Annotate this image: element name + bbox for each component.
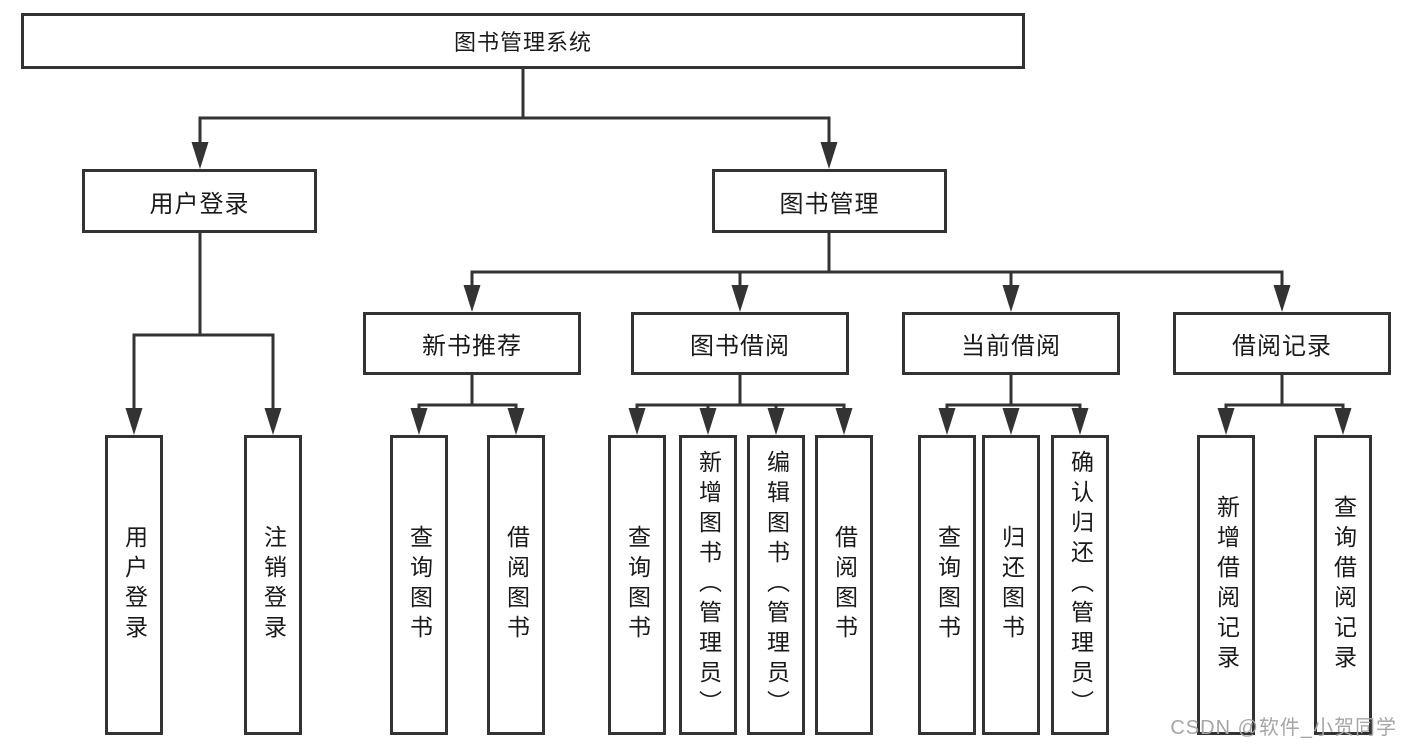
node-book-management: 图书管理: [712, 169, 947, 233]
leaf-borrow-books-recommend: 借阅图书: [487, 435, 545, 735]
leaf-borrow-books-borrowing: 借阅图书: [815, 435, 873, 735]
node-book-borrowing-label: 图书借阅: [690, 333, 790, 360]
leaf-query-books-current-label: 查询图书: [934, 525, 961, 645]
leaf-query-books-borrowing: 查询图书: [608, 435, 666, 735]
node-new-book-recommendation-label: 新书推荐: [422, 333, 522, 360]
node-library-management-system-label: 图书管理系统: [453, 30, 592, 55]
leaf-add-books-admin-label: 新增图书（管理员）: [695, 450, 722, 720]
leaf-query-borrow-record: 查询借阅记录: [1314, 435, 1372, 735]
arrowheads: [125, 142, 1352, 435]
leaf-query-books-current: 查询图书: [918, 435, 976, 735]
leaf-add-books-admin: 新增图书（管理员）: [679, 435, 737, 735]
node-user-login-label: 用户登录: [149, 190, 250, 218]
leaf-user-login-label: 用户登录: [121, 525, 148, 645]
node-current-borrowing-label: 当前借阅: [961, 333, 1061, 360]
leaf-logout-login-label: 注销登录: [260, 525, 287, 645]
leaf-add-borrow-record-label: 新增借阅记录: [1213, 495, 1240, 675]
node-borrow-records-label: 借阅记录: [1232, 333, 1332, 360]
leaf-confirm-return-admin-label: 确认归还（管理员）: [1067, 450, 1094, 720]
leaf-edit-books-admin: 编辑图书（管理员）: [747, 435, 805, 735]
leaf-query-books-borrowing-label: 查询图书: [624, 525, 651, 645]
node-book-borrowing: 图书借阅: [631, 312, 849, 375]
leaf-query-borrow-record-label: 查询借阅记录: [1330, 495, 1357, 675]
leaf-borrow-books-recommend-label: 借阅图书: [503, 525, 530, 645]
node-user-login: 用户登录: [82, 169, 317, 233]
node-library-management-system: 图书管理系统: [21, 13, 1025, 69]
leaf-edit-books-admin-label: 编辑图书（管理员）: [763, 450, 790, 720]
leaf-logout-login: 注销登录: [244, 435, 302, 735]
leaf-return-books: 归还图书: [982, 435, 1040, 735]
csdn-watermark: CSDN @软件_小贺同学: [1170, 717, 1397, 739]
node-book-management-label: 图书管理: [779, 190, 880, 218]
node-current-borrowing: 当前借阅: [902, 312, 1120, 375]
leaf-user-login: 用户登录: [105, 435, 163, 735]
node-borrow-records: 借阅记录: [1173, 312, 1391, 375]
leaf-return-books-label: 归还图书: [998, 525, 1025, 645]
leaf-query-books-recommend: 查询图书: [390, 435, 448, 735]
leaf-add-borrow-record: 新增借阅记录: [1197, 435, 1255, 735]
leaf-query-books-recommend-label: 查询图书: [406, 525, 433, 645]
node-new-book-recommendation: 新书推荐: [363, 312, 581, 375]
leaf-borrow-books-borrowing-label: 借阅图书: [831, 525, 858, 645]
leaf-confirm-return-admin: 确认归还（管理员）: [1051, 435, 1109, 735]
